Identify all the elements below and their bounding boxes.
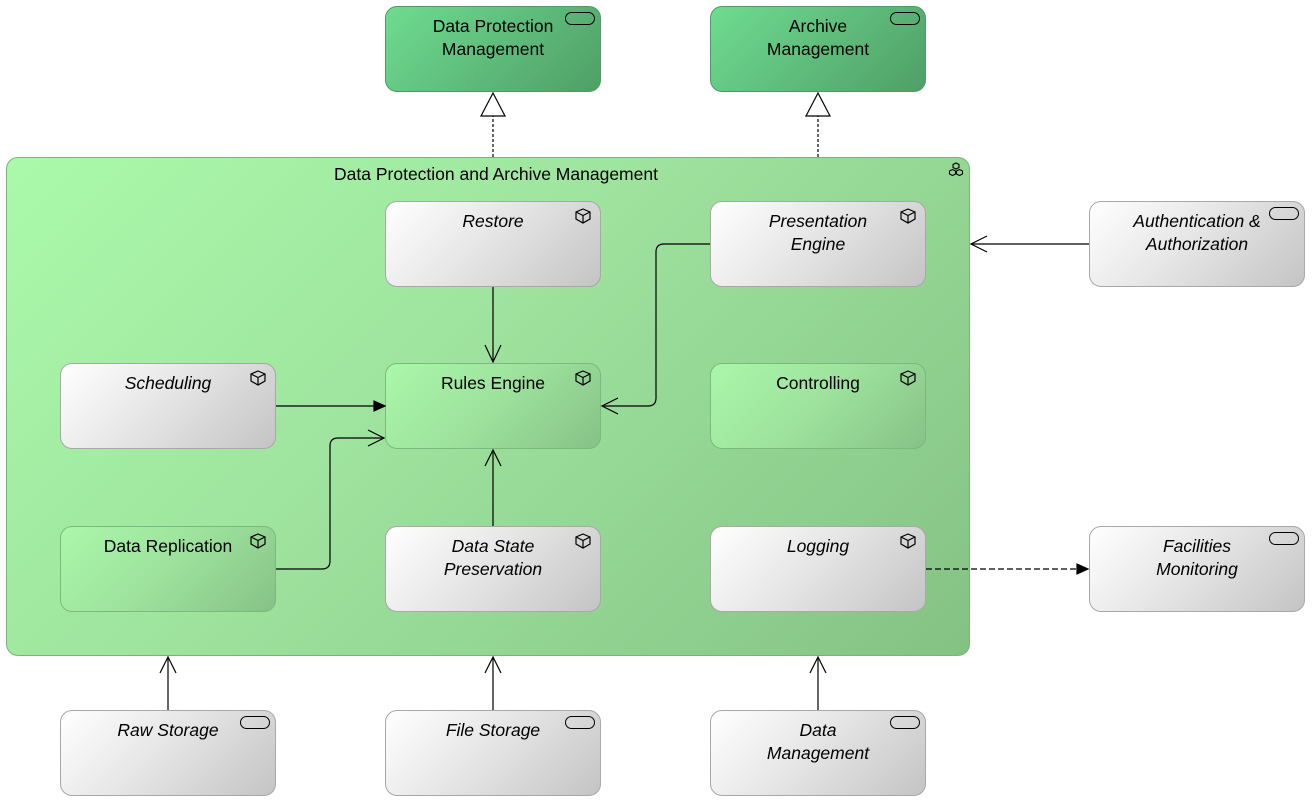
realization-arrowhead — [805, 91, 831, 117]
node-label: Data Protection Management — [432, 16, 554, 59]
node-label: Data State Preservation — [443, 536, 543, 579]
component-rules-engine[interactable]: Rules Engine — [385, 363, 601, 449]
service-icon — [565, 716, 595, 729]
service-facilities-monitoring[interactable]: Facilities Monitoring — [1089, 526, 1305, 612]
service-icon — [1269, 207, 1299, 220]
service-icon — [1269, 532, 1299, 545]
node-label: Facilities Monitoring — [1156, 536, 1238, 579]
service-data-protection-management[interactable]: Data Protection Management — [385, 6, 601, 92]
serving-arrowhead — [809, 655, 827, 674]
realization-arrowhead — [480, 91, 506, 117]
component-icon — [250, 533, 266, 549]
serving-arrowhead — [159, 655, 177, 674]
group-title: Data Protection and Archive Management — [334, 164, 658, 184]
service-icon — [890, 716, 920, 729]
node-label: Archive Management — [766, 16, 870, 59]
serving-arrowhead — [484, 655, 502, 674]
service-data-management[interactable]: Data Management — [710, 710, 926, 796]
component-data-replication[interactable]: Data Replication — [60, 526, 276, 612]
component-scheduling[interactable]: Scheduling — [60, 363, 276, 449]
node-label: File Storage — [445, 720, 541, 740]
node-label: Authentication & Authorization — [1133, 211, 1261, 254]
flow-arrowhead — [1076, 563, 1090, 575]
component-data-state-preservation[interactable]: Data State Preservation — [385, 526, 601, 612]
component-restore[interactable]: Restore — [385, 201, 601, 287]
component-logging[interactable]: Logging — [710, 526, 926, 612]
component-group-icon — [948, 162, 964, 177]
node-label: Data Management — [766, 720, 870, 763]
component-icon — [575, 533, 591, 549]
component-icon — [900, 208, 916, 224]
service-icon — [565, 12, 595, 25]
component-icon — [900, 370, 916, 386]
service-authentication-authorization[interactable]: Authentication & Authorization — [1089, 201, 1305, 287]
service-icon — [240, 716, 270, 729]
node-label: Logging — [786, 536, 850, 556]
service-archive-management[interactable]: Archive Management — [710, 6, 926, 92]
node-label: Restore — [462, 211, 524, 231]
service-file-storage[interactable]: File Storage — [385, 710, 601, 796]
component-icon — [575, 370, 591, 386]
service-raw-storage[interactable]: Raw Storage — [60, 710, 276, 796]
serving-arrowhead — [969, 235, 988, 253]
node-label: Controlling — [776, 373, 860, 393]
service-icon — [890, 12, 920, 25]
node-label: Raw Storage — [117, 720, 219, 740]
component-icon — [900, 533, 916, 549]
node-label: Data Replication — [103, 536, 233, 556]
component-icon — [250, 370, 266, 386]
node-label: Rules Engine — [440, 373, 546, 393]
component-icon — [575, 208, 591, 224]
component-presentation-engine[interactable]: Presentation Engine — [710, 201, 926, 287]
node-label: Presentation Engine — [768, 211, 868, 254]
node-label: Scheduling — [124, 373, 212, 393]
component-controlling[interactable]: Controlling — [710, 363, 926, 449]
